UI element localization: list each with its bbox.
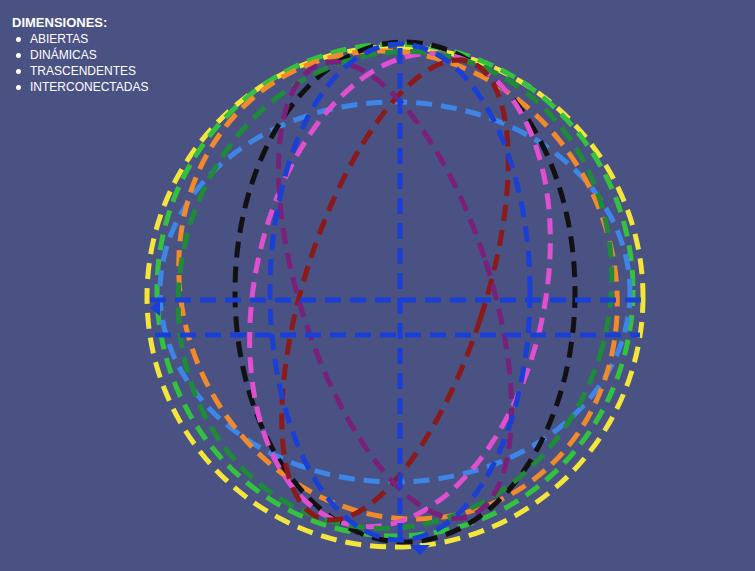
ring	[125, 3, 665, 571]
list-item: INTERCONECTADAS	[12, 79, 148, 95]
pole-mark	[150, 300, 160, 316]
ring	[208, 25, 591, 555]
ring	[270, 44, 530, 540]
ring	[103, 0, 694, 571]
list-text: TRASCENDENTES	[30, 64, 136, 78]
ring	[231, 34, 559, 545]
list-item: ABIERTAS	[12, 31, 148, 47]
bullet-dot	[16, 85, 21, 90]
list-text: ABIERTAS	[30, 32, 88, 46]
axis	[155, 333, 640, 338]
list-item: DINÁMICAS	[12, 47, 148, 63]
bullet-dot	[16, 53, 21, 58]
text-panel: DIMENSIONES:ABIERTAS DINÁMICAS TRASCENDENT…	[12, 14, 148, 95]
bullet-dot	[16, 69, 21, 74]
list-item: TRASCENDENTES	[12, 63, 148, 79]
axis	[150, 298, 645, 303]
bullet-dot	[16, 37, 21, 42]
pole-mark	[410, 545, 430, 555]
list-text: DINÁMICAS	[30, 48, 97, 62]
ring	[157, 44, 633, 536]
heading: DIMENSIONES:	[12, 14, 148, 31]
list-text: INTERCONECTADAS	[30, 80, 148, 94]
axis	[398, 48, 403, 545]
